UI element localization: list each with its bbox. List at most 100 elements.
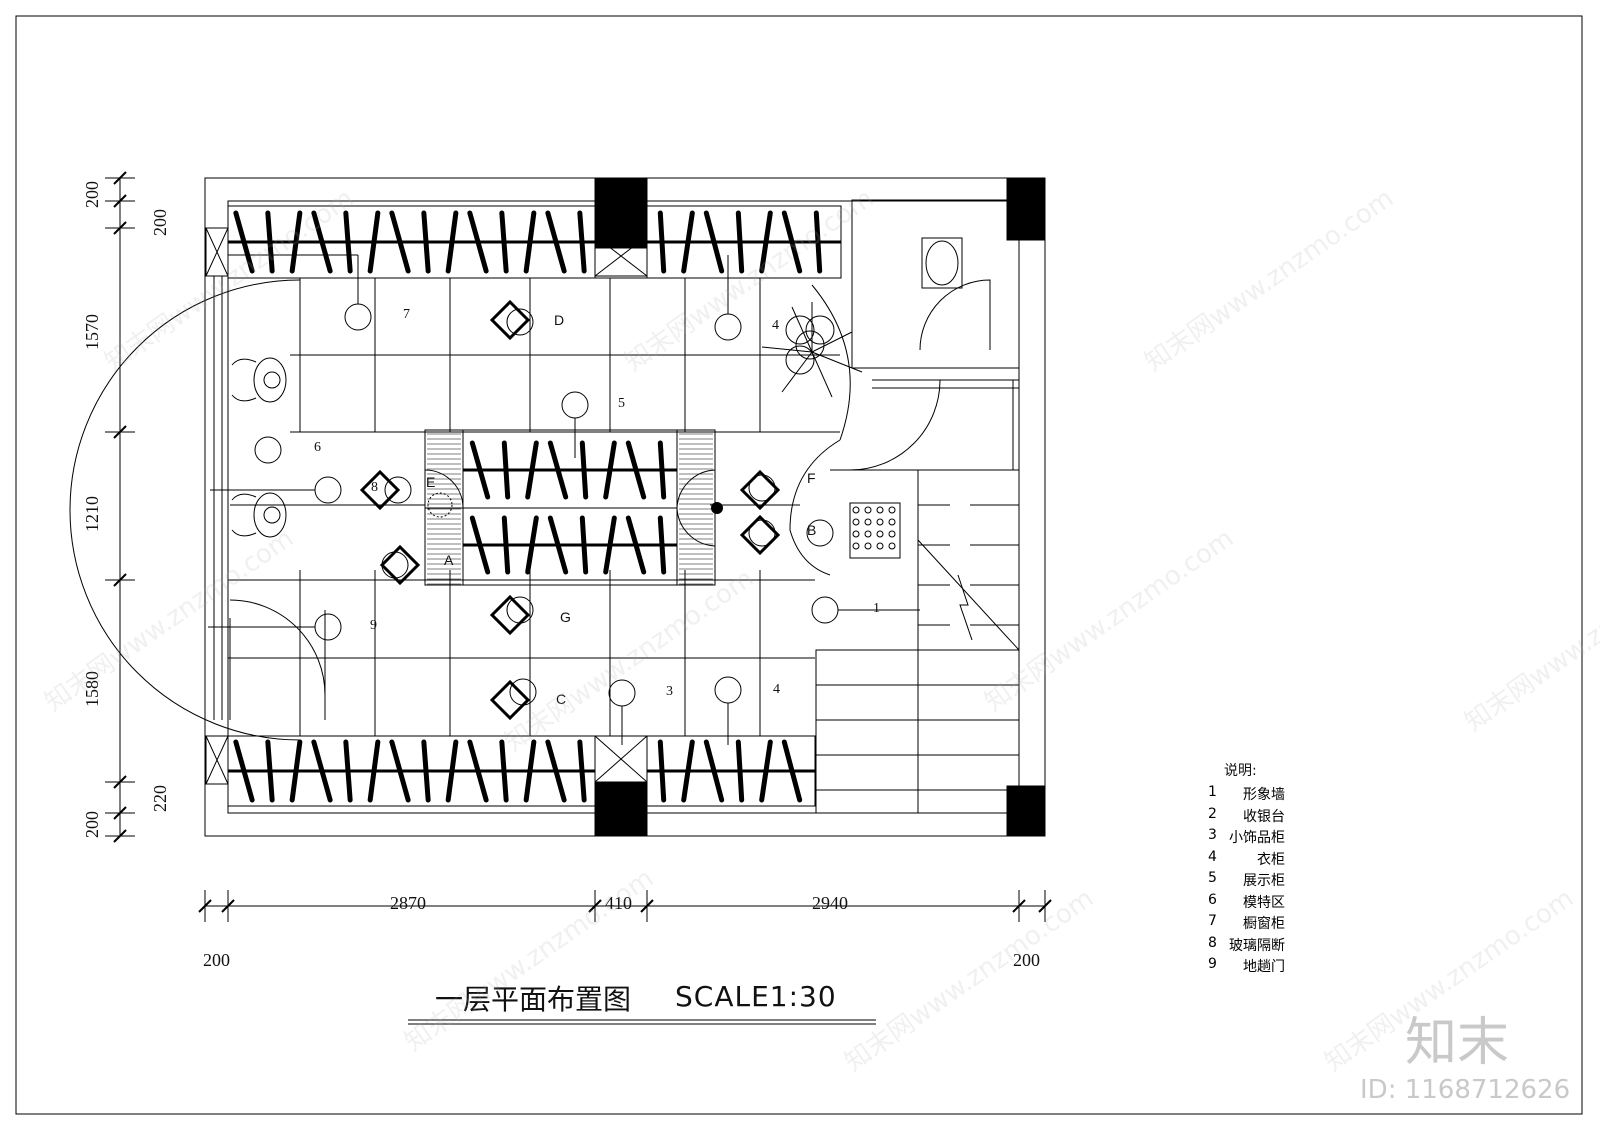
desk-texture bbox=[876, 506, 884, 514]
dimension-slash bbox=[640, 899, 654, 913]
light-fixture bbox=[254, 436, 282, 464]
hanger bbox=[525, 515, 539, 575]
light-fixture bbox=[509, 678, 537, 706]
hanger bbox=[545, 739, 567, 803]
hanger bbox=[233, 739, 255, 803]
mannequin-body bbox=[253, 357, 287, 403]
dim-left-200: 200 bbox=[203, 950, 230, 970]
plan-scale: SCALE1:30 bbox=[675, 980, 837, 1013]
dimension-slash bbox=[113, 171, 127, 185]
display-marker bbox=[489, 299, 531, 341]
hanger bbox=[547, 515, 569, 575]
island-curve-left bbox=[424, 469, 464, 509]
light-fixture bbox=[344, 303, 372, 331]
hanger bbox=[469, 440, 491, 500]
hanger bbox=[759, 739, 773, 803]
plant-leaf bbox=[785, 315, 815, 345]
hanger bbox=[389, 739, 411, 803]
dim-2870: 2870 bbox=[390, 893, 426, 913]
display-marker bbox=[739, 469, 781, 511]
stair-break bbox=[957, 574, 973, 641]
hanger bbox=[681, 739, 695, 803]
light-fixture bbox=[314, 613, 342, 641]
dimension-slash bbox=[113, 573, 127, 587]
plant-branch bbox=[811, 351, 863, 373]
hanger bbox=[603, 515, 617, 575]
cashier-arc bbox=[789, 439, 841, 576]
hanger bbox=[523, 210, 537, 274]
hanger bbox=[501, 440, 511, 500]
legend-item-text: 地趟门 bbox=[1243, 959, 1285, 975]
bathroom bbox=[851, 199, 1020, 369]
hanger bbox=[759, 210, 773, 274]
desk-texture bbox=[876, 518, 884, 526]
hanger bbox=[445, 210, 459, 274]
dimension-slash bbox=[221, 899, 235, 913]
mannequin-head bbox=[263, 506, 281, 524]
hanger bbox=[735, 739, 745, 803]
legend-item-text: 模特区 bbox=[1243, 894, 1285, 911]
dimension-slash bbox=[113, 775, 127, 789]
room-number-9: 9 bbox=[370, 618, 377, 633]
legend-item-number: 7 bbox=[1208, 913, 1217, 929]
room-number-3: 3 bbox=[666, 684, 673, 699]
hanger bbox=[469, 515, 491, 575]
outer-wall bbox=[204, 177, 1046, 837]
hanger bbox=[343, 210, 353, 274]
dim-2940: 2940 bbox=[812, 893, 848, 913]
brand-logo: 知末 bbox=[1405, 1013, 1510, 1073]
zone-letter-g: G bbox=[560, 609, 571, 625]
hanger bbox=[657, 739, 667, 803]
display-pole bbox=[711, 502, 723, 514]
hanger bbox=[421, 210, 431, 274]
hanger bbox=[681, 210, 695, 274]
light-fixture bbox=[381, 551, 409, 579]
room-number-7: 7 bbox=[403, 307, 410, 322]
zone-letter-e: E bbox=[426, 474, 436, 490]
light-fixture bbox=[561, 391, 589, 419]
hanger bbox=[577, 739, 587, 803]
legend-item-text: 展示柜 bbox=[1243, 873, 1285, 889]
hanger bbox=[703, 210, 725, 274]
plant-branch bbox=[811, 351, 833, 398]
mannequin-arm bbox=[231, 529, 257, 537]
legend-item-number: 6 bbox=[1208, 891, 1217, 908]
hanger bbox=[735, 210, 745, 274]
hanger bbox=[233, 210, 255, 274]
light-fixture bbox=[714, 676, 742, 704]
hanger bbox=[367, 739, 381, 803]
desk-texture bbox=[864, 518, 872, 526]
dimension-slash bbox=[588, 899, 602, 913]
plant-leaf bbox=[785, 345, 815, 375]
stair-cut-line bbox=[917, 539, 1020, 651]
hanger bbox=[579, 515, 589, 575]
pillar-cross bbox=[594, 235, 648, 277]
plant-leaf bbox=[805, 315, 835, 345]
dim-v-200-second: 200 bbox=[150, 209, 170, 236]
hanger bbox=[311, 210, 333, 274]
plant-branch bbox=[811, 331, 853, 353]
hanger bbox=[311, 739, 333, 803]
legend-item-number: 5 bbox=[1208, 870, 1217, 886]
dim-v-200-top: 200 bbox=[82, 181, 102, 208]
legend-item-text: 收银台 bbox=[1243, 808, 1285, 825]
plant-branch bbox=[761, 346, 813, 353]
bathroom-door-swing bbox=[919, 279, 991, 351]
hanger bbox=[467, 210, 489, 274]
hanger bbox=[781, 739, 803, 803]
light-fixture bbox=[506, 308, 534, 336]
hanger bbox=[367, 210, 381, 274]
zone-letter-c: C bbox=[556, 691, 567, 707]
light-fixture bbox=[811, 596, 839, 624]
light-fixture bbox=[384, 476, 412, 504]
hanger bbox=[813, 210, 823, 274]
hanger bbox=[445, 739, 459, 803]
legend-item-text: 衣柜 bbox=[1257, 851, 1285, 868]
hanger bbox=[657, 440, 667, 500]
pillar-cross bbox=[205, 227, 229, 277]
hanger bbox=[545, 210, 567, 274]
desk-texture bbox=[888, 542, 896, 550]
hanger bbox=[579, 440, 589, 500]
